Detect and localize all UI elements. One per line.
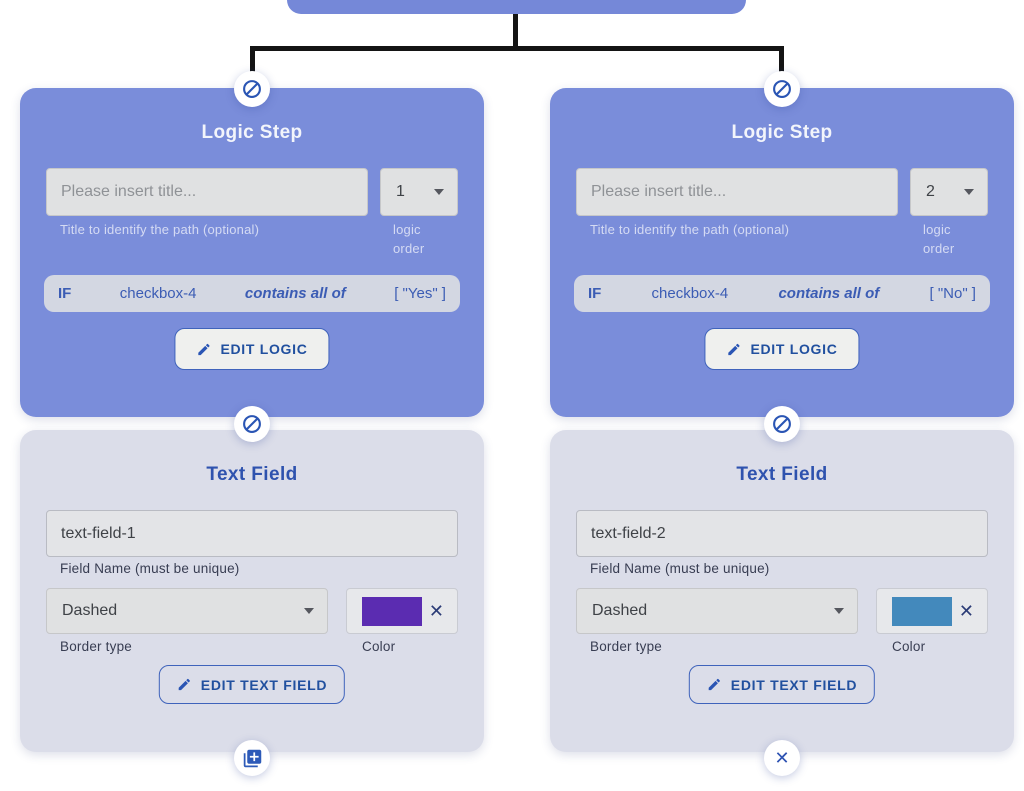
text-field-title: Text Field: [206, 464, 298, 485]
chevron-down-icon: [304, 608, 314, 614]
logic-condition-row: IF checkbox-4 contains all of [ "No" ]: [574, 275, 990, 312]
duplicate-icon: [243, 749, 261, 767]
block-anchor-button[interactable]: [234, 71, 270, 107]
border-type-select[interactable]: Dashed: [576, 588, 858, 634]
block-anchor-button[interactable]: [234, 406, 270, 442]
color-picker[interactable]: ✕: [876, 588, 988, 634]
logic-step-card[interactable]: Logic Step 2 Title to identify the path …: [550, 88, 1014, 417]
connector-line-branch: [250, 46, 784, 51]
chevron-down-icon: [834, 608, 844, 614]
condition-value: [ "No" ]: [929, 285, 976, 302]
edit-logic-button[interactable]: EDIT LOGIC: [174, 328, 330, 370]
condition-value: [ "Yes" ]: [394, 285, 446, 302]
block-icon: [243, 415, 261, 433]
edit-text-field-button[interactable]: EDIT TEXT FIELD: [158, 665, 346, 704]
condition-field: checkbox-4: [119, 285, 197, 302]
condition-keyword: IF: [588, 285, 602, 302]
color-picker[interactable]: ✕: [346, 588, 458, 634]
logic-step-title: Logic Step: [201, 122, 303, 143]
logic-step-title: Logic Step: [731, 122, 833, 143]
title-helper-text: Title to identify the path (optional): [590, 222, 790, 237]
field-name-input[interactable]: [46, 510, 458, 557]
logic-condition-row: IF checkbox-4 contains all of [ "Yes" ]: [44, 275, 460, 312]
chevron-down-icon: [434, 189, 444, 195]
border-type-value: Dashed: [62, 602, 118, 619]
block-anchor-button[interactable]: [764, 71, 800, 107]
field-name-input[interactable]: [576, 510, 988, 557]
flow-column-left: Logic Step 1 Title to identify the path …: [20, 0, 484, 791]
edit-text-field-button[interactable]: EDIT TEXT FIELD: [688, 665, 876, 704]
border-type-label: Border type: [590, 639, 662, 654]
color-swatch[interactable]: [892, 596, 952, 626]
condition-field: checkbox-4: [651, 285, 729, 302]
block-icon: [243, 80, 261, 98]
condition-keyword: IF: [58, 285, 72, 302]
flow-root-node[interactable]: [287, 0, 746, 14]
color-swatch[interactable]: [362, 596, 422, 626]
title-helper-text: Title to identify the path (optional): [60, 222, 260, 237]
pencil-icon: [708, 678, 720, 691]
pencil-icon: [728, 343, 740, 355]
block-icon: [773, 415, 791, 433]
connector-line-right: [779, 46, 784, 72]
border-type-label: Border type: [60, 639, 132, 654]
connector-line-left: [250, 46, 255, 72]
order-helper-text: logic order: [923, 222, 955, 256]
field-name-label: Field Name (must be unique): [60, 561, 240, 576]
edit-logic-label: EDIT LOGIC: [220, 341, 308, 357]
condition-operator: contains all of: [244, 285, 346, 302]
chevron-down-icon: [964, 189, 974, 195]
clear-color-icon[interactable]: ✕: [958, 601, 974, 621]
edit-logic-label: EDIT LOGIC: [750, 341, 838, 357]
border-type-value: Dashed: [592, 602, 648, 619]
clear-color-icon[interactable]: ✕: [428, 601, 444, 621]
order-helper-text: logic order: [393, 222, 425, 256]
text-field-card[interactable]: Text Field Field Name (must be unique) D…: [20, 430, 484, 752]
block-icon: [773, 80, 791, 98]
color-label: Color: [892, 639, 926, 654]
flow-column-right: Logic Step 2 Title to identify the path …: [550, 0, 1014, 791]
pencil-icon: [178, 678, 190, 691]
edit-logic-button[interactable]: EDIT LOGIC: [704, 328, 860, 370]
logic-order-select[interactable]: 2: [910, 168, 988, 216]
color-label: Color: [362, 639, 396, 654]
field-name-label: Field Name (must be unique): [590, 561, 770, 576]
edit-text-field-label: EDIT TEXT FIELD: [200, 676, 328, 693]
edit-text-field-label: EDIT TEXT FIELD: [730, 676, 858, 693]
duplicate-node-button[interactable]: [234, 740, 270, 776]
logic-title-input[interactable]: [46, 168, 368, 216]
text-field-card[interactable]: Text Field Field Name (must be unique) D…: [550, 430, 1014, 752]
delete-node-button[interactable]: ✕: [764, 740, 800, 776]
connector-line-root: [513, 14, 518, 47]
condition-operator: contains all of: [778, 285, 880, 302]
border-type-select[interactable]: Dashed: [46, 588, 328, 634]
text-field-title: Text Field: [736, 464, 828, 485]
logic-order-value: 2: [926, 183, 935, 200]
close-icon: ✕: [774, 748, 790, 768]
logic-title-input[interactable]: [576, 168, 898, 216]
logic-order-value: 1: [396, 183, 405, 200]
logic-order-select[interactable]: 1: [380, 168, 458, 216]
block-anchor-button[interactable]: [764, 406, 800, 442]
logic-step-card[interactable]: Logic Step 1 Title to identify the path …: [20, 88, 484, 417]
pencil-icon: [198, 343, 210, 355]
